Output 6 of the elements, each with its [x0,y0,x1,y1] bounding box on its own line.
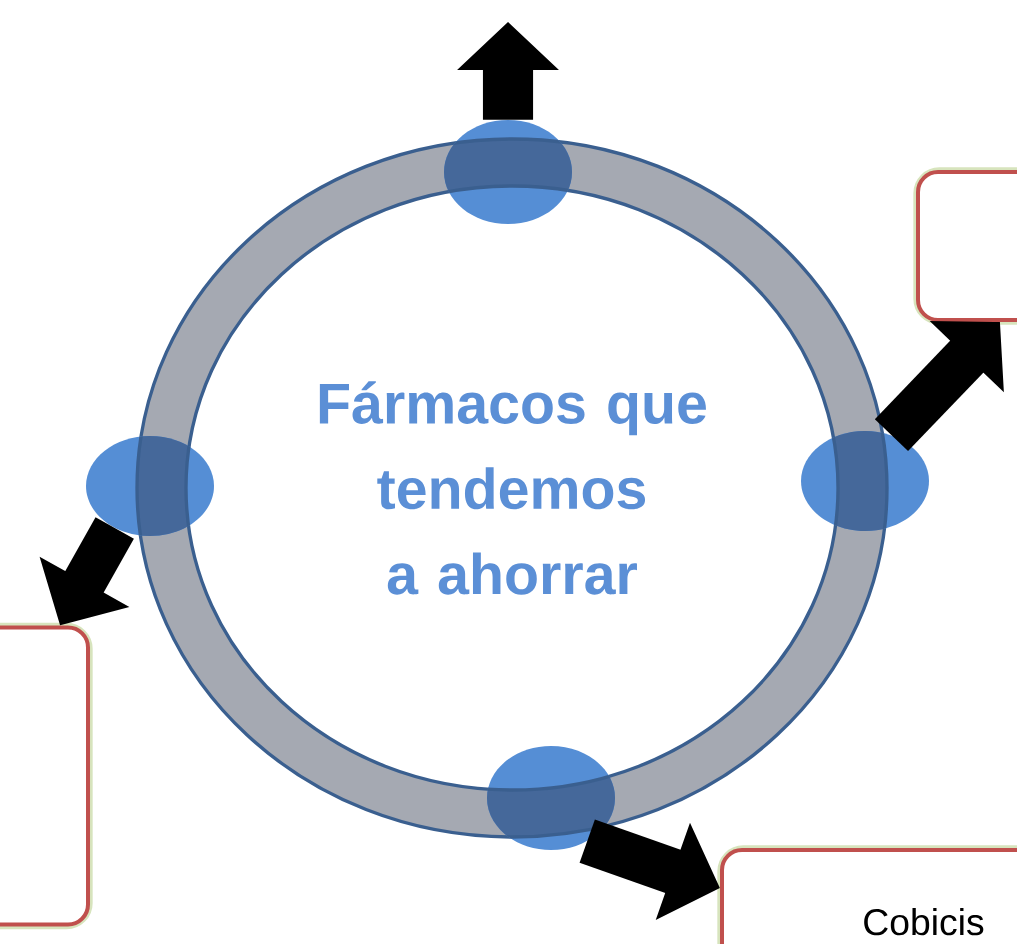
text-box [913,167,1017,325]
block-arrow [457,22,559,120]
block-arrow [874,321,1004,452]
text-box: Cobicis [717,845,1017,944]
ring-diagram: Fármacos que tendemos a ahorrar [135,137,889,839]
text-box [0,622,93,930]
